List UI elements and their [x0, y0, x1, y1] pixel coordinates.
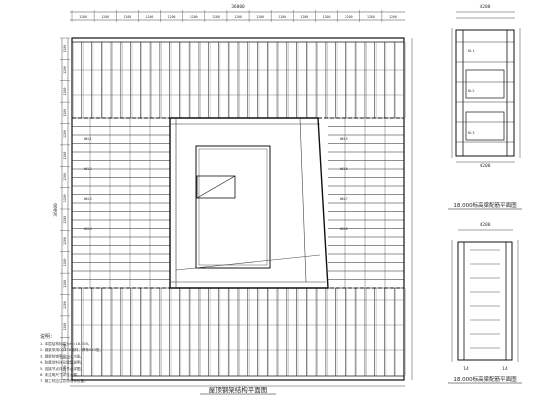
beam-tag: WKL8	[340, 227, 348, 231]
left-dim-label: 1200	[63, 130, 67, 138]
left-dim-label: 1200	[63, 88, 67, 96]
top-dim-label: 1200	[146, 15, 154, 19]
note-line: 1. 本层结构标高为H=18.000。	[40, 341, 92, 346]
beam-tag: WKL6	[340, 167, 348, 171]
top-dim-label: 1200	[190, 15, 198, 19]
left-dim-label: 1200	[63, 280, 67, 288]
detail-1-tag: KL3	[468, 131, 475, 135]
top-dimension-total: 36000	[231, 4, 245, 10]
notes-list: 1. 本层结构标高为H=18.000。2. 钢梁采用Q235B钢材，焊条E43型…	[40, 341, 103, 383]
top-dim-label: 1200	[101, 15, 109, 19]
beam-tag: WKL1	[84, 137, 92, 141]
left-dim-label: 1200	[63, 66, 67, 74]
detail-2-label-right: 14	[502, 366, 508, 372]
left-dim-label: 1200	[63, 323, 67, 331]
left-dim-label: 1200	[63, 216, 67, 224]
detail-2-title: 18.000标高梁配筋平面图	[453, 375, 517, 383]
left-dim-label: 1200	[63, 301, 67, 309]
detail-plan-2: 4200 14 14 18.000标高梁配筋平面图	[448, 222, 522, 384]
left-dimension-total: 36000	[53, 203, 59, 217]
detail-2-label-left: 14	[463, 366, 469, 372]
plan-outline	[71, 37, 405, 381]
left-dim-label: 1200	[63, 237, 67, 245]
dimension-lines	[61, 11, 413, 387]
note-line: 6. 未注明尺寸详见大样。	[40, 372, 81, 377]
top-dim-label: 1200	[389, 15, 397, 19]
beam-tag: WKL2	[84, 167, 92, 171]
left-dim-label: 1200	[63, 344, 67, 352]
note-line: 2. 钢梁采用Q235B钢材，焊条E43型。	[40, 347, 103, 352]
note-line: 4. 防腐涂料详见建筑说明。	[40, 360, 84, 365]
central-opening	[169, 117, 329, 289]
note-line: 7. 施工时应注意预埋件位置。	[40, 378, 88, 383]
left-dimension-column: 1200 1200 1200 1200 1200 1200 1200 1200 1200 1200…	[60, 37, 70, 373]
notes-header: 说明：	[40, 333, 55, 340]
note-line: 3. 钢梁除锈等级Sa2.5级。	[40, 353, 84, 358]
top-dim-label: 1200	[367, 15, 375, 19]
detail-1-tag: KL1	[468, 49, 475, 53]
left-dim-label: 1200	[63, 259, 67, 267]
top-dim-label: 1200	[345, 15, 353, 19]
left-dim-label: 1200	[63, 194, 67, 202]
beam-tag: WKL7	[340, 197, 348, 201]
detail-1-title: 18.000标高梁配筋平面图	[453, 201, 517, 209]
beam-tag: WKL3	[84, 197, 92, 201]
left-dim-label: 1200	[63, 173, 67, 181]
top-dim-label: 1200	[256, 15, 264, 19]
detail-2-top-dim: 4200	[480, 222, 491, 228]
top-dim-label: 1200	[212, 15, 220, 19]
top-dim-label: 1200	[278, 15, 286, 19]
note-line: 5. 连接节点详见节点详图。	[40, 366, 84, 371]
detail-1-tag: KL2	[468, 89, 475, 93]
left-dim-label: 1200	[63, 109, 67, 117]
main-plan: 1200 1200 1200 1200 1200 1200 1200 1200 1200 1200…	[40, 4, 413, 395]
top-dim-label: 1200	[168, 15, 176, 19]
top-dim-label: 1200	[123, 15, 131, 19]
left-dim-label: 1200	[63, 365, 67, 373]
beam-tag: WKL5	[340, 137, 348, 141]
top-dim-label: 1200	[234, 15, 242, 19]
top-dim-label: 1200	[323, 15, 331, 19]
top-dim-label: 1200	[301, 15, 309, 19]
beam-tag: WKL4	[84, 227, 92, 231]
left-dim-label: 1200	[63, 45, 67, 53]
left-dim-label: 1200	[63, 152, 67, 160]
main-plan-title: 屋顶钢架结构平面图	[209, 385, 268, 394]
joist-array	[71, 42, 406, 376]
detail-1-top-dim: 4200	[480, 4, 491, 10]
detail-1-bottom-dim: 4200	[480, 163, 491, 169]
top-dim-label: 1200	[79, 15, 87, 19]
